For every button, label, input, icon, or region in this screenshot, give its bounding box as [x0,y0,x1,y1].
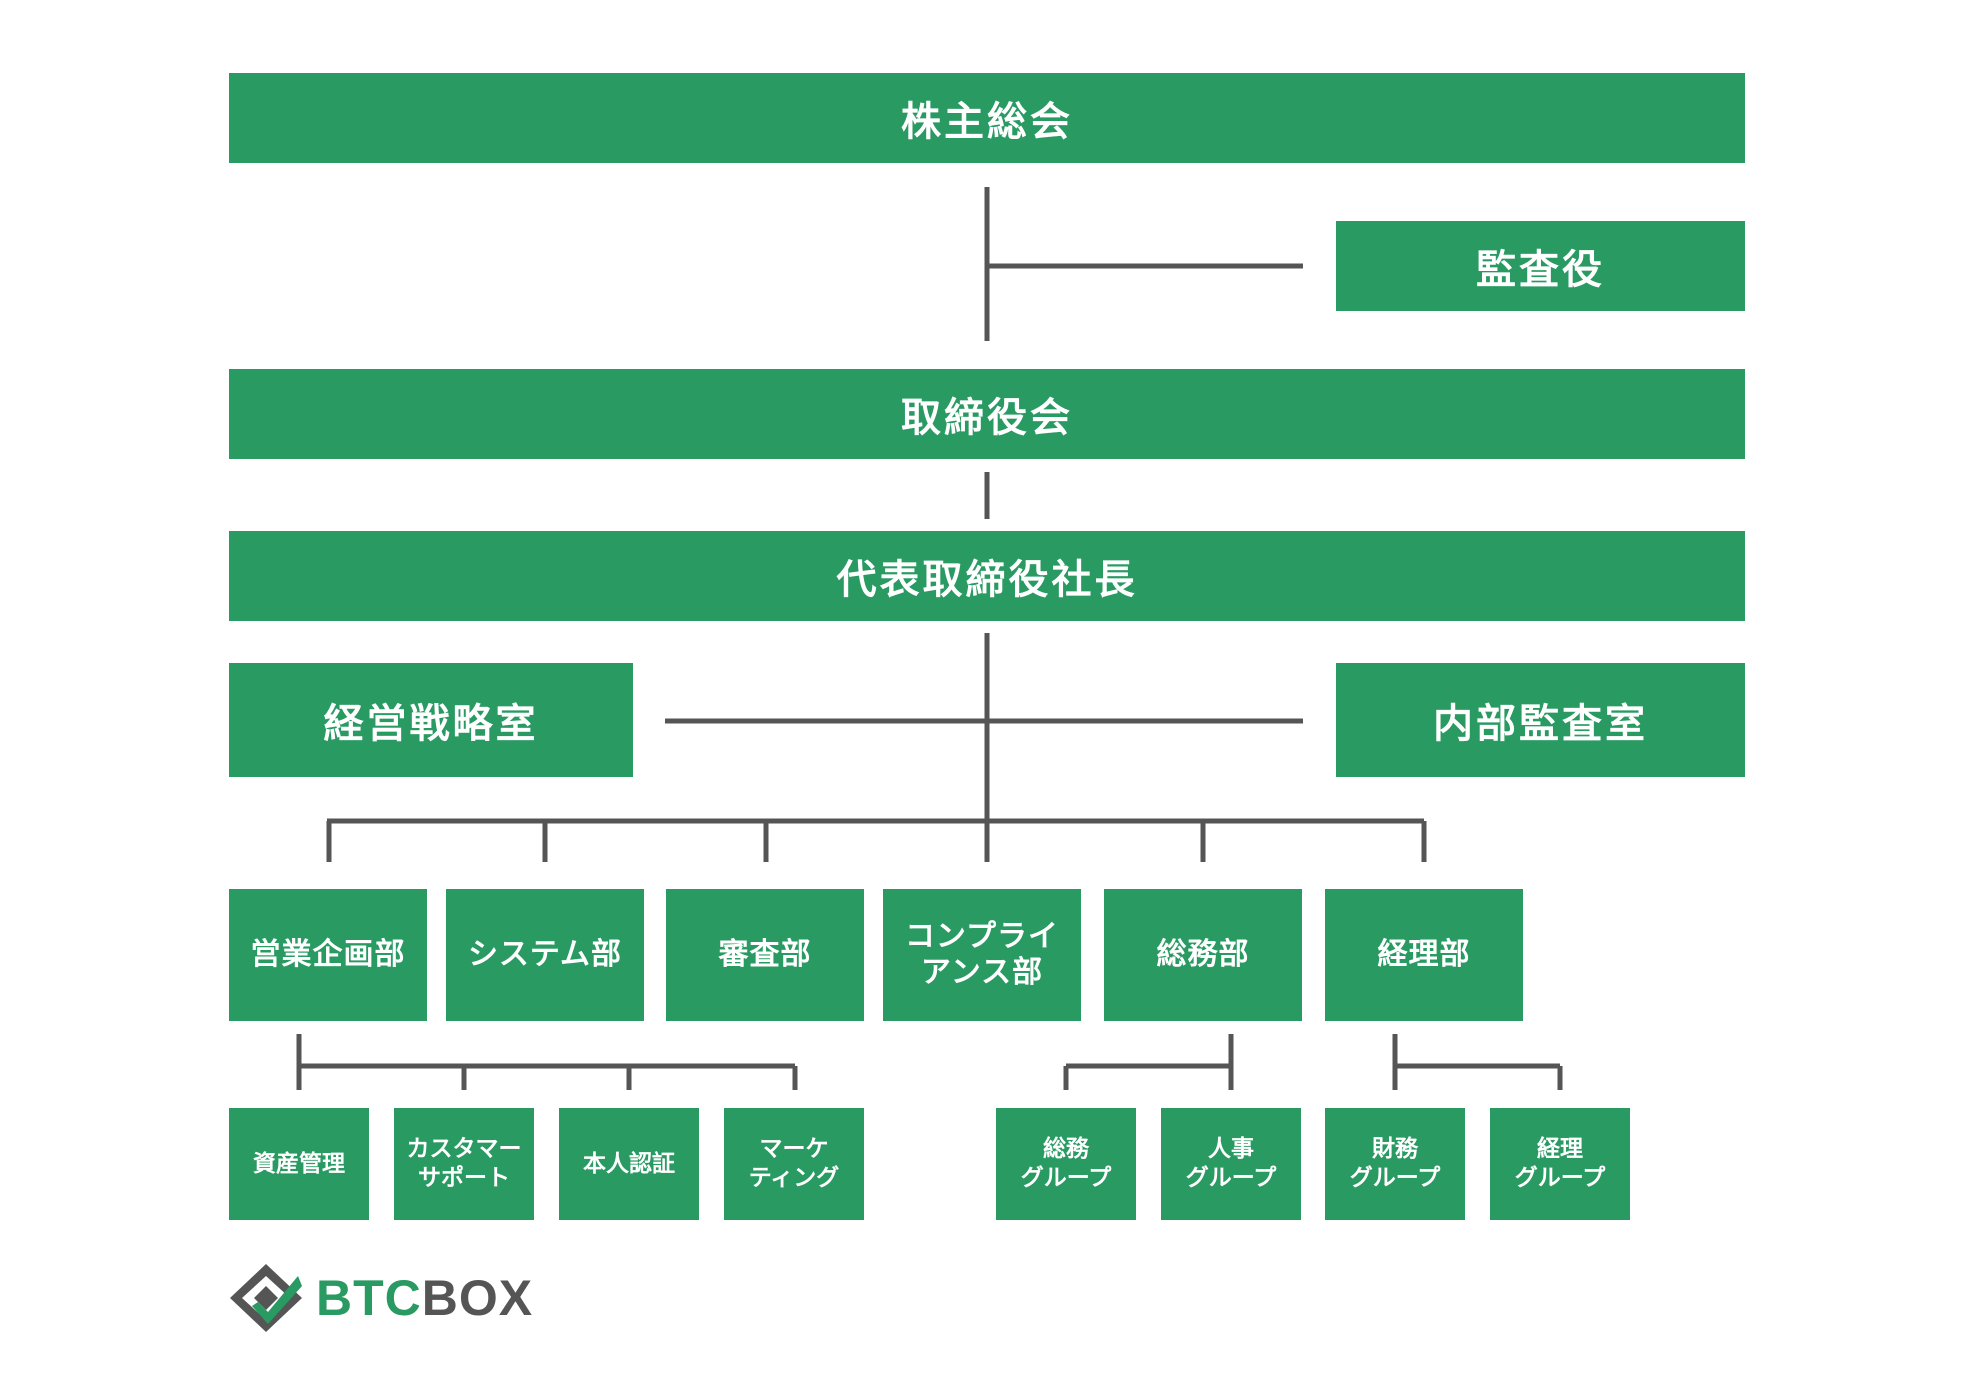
department-box-review: 審査部 [666,889,864,1021]
department-box-sales-planning: 営業企画部 [229,889,427,1021]
group-box-accounting: 経理 グループ [1490,1108,1630,1220]
strategy-office-box: 経営戦略室 [229,663,633,777]
group-box-human-resources: 人事 グループ [1161,1108,1301,1220]
group-box-asset-management: 資産管理 [229,1108,369,1220]
auditor-box: 監査役 [1336,221,1745,311]
group-box-general-affairs: 総務 グループ [996,1108,1136,1220]
board-of-directors-box: 取締役会 [229,369,1745,459]
shareholders-meeting-box: 株主総会 [229,73,1745,163]
btcbox-logo-text: BTCBOX [316,1270,534,1326]
group-box-customer-support: カスタマー サポート [394,1108,534,1220]
internal-audit-office-box: 内部監査室 [1336,663,1745,777]
btcbox-logo-icon [230,1264,302,1332]
group-box-finance: 財務 グループ [1325,1108,1465,1220]
department-box-system: システム部 [446,889,644,1021]
group-box-marketing: マーケ ティング [724,1108,864,1220]
department-box-compliance: コンプライ アンス部 [883,889,1081,1021]
group-box-identity-verification: 本人認証 [559,1108,699,1220]
department-box-general-affairs: 総務部 [1104,889,1302,1021]
president-box: 代表取締役社長 [229,531,1745,621]
btcbox-logo: BTCBOX [228,1262,533,1334]
department-box-accounting: 経理部 [1325,889,1523,1021]
